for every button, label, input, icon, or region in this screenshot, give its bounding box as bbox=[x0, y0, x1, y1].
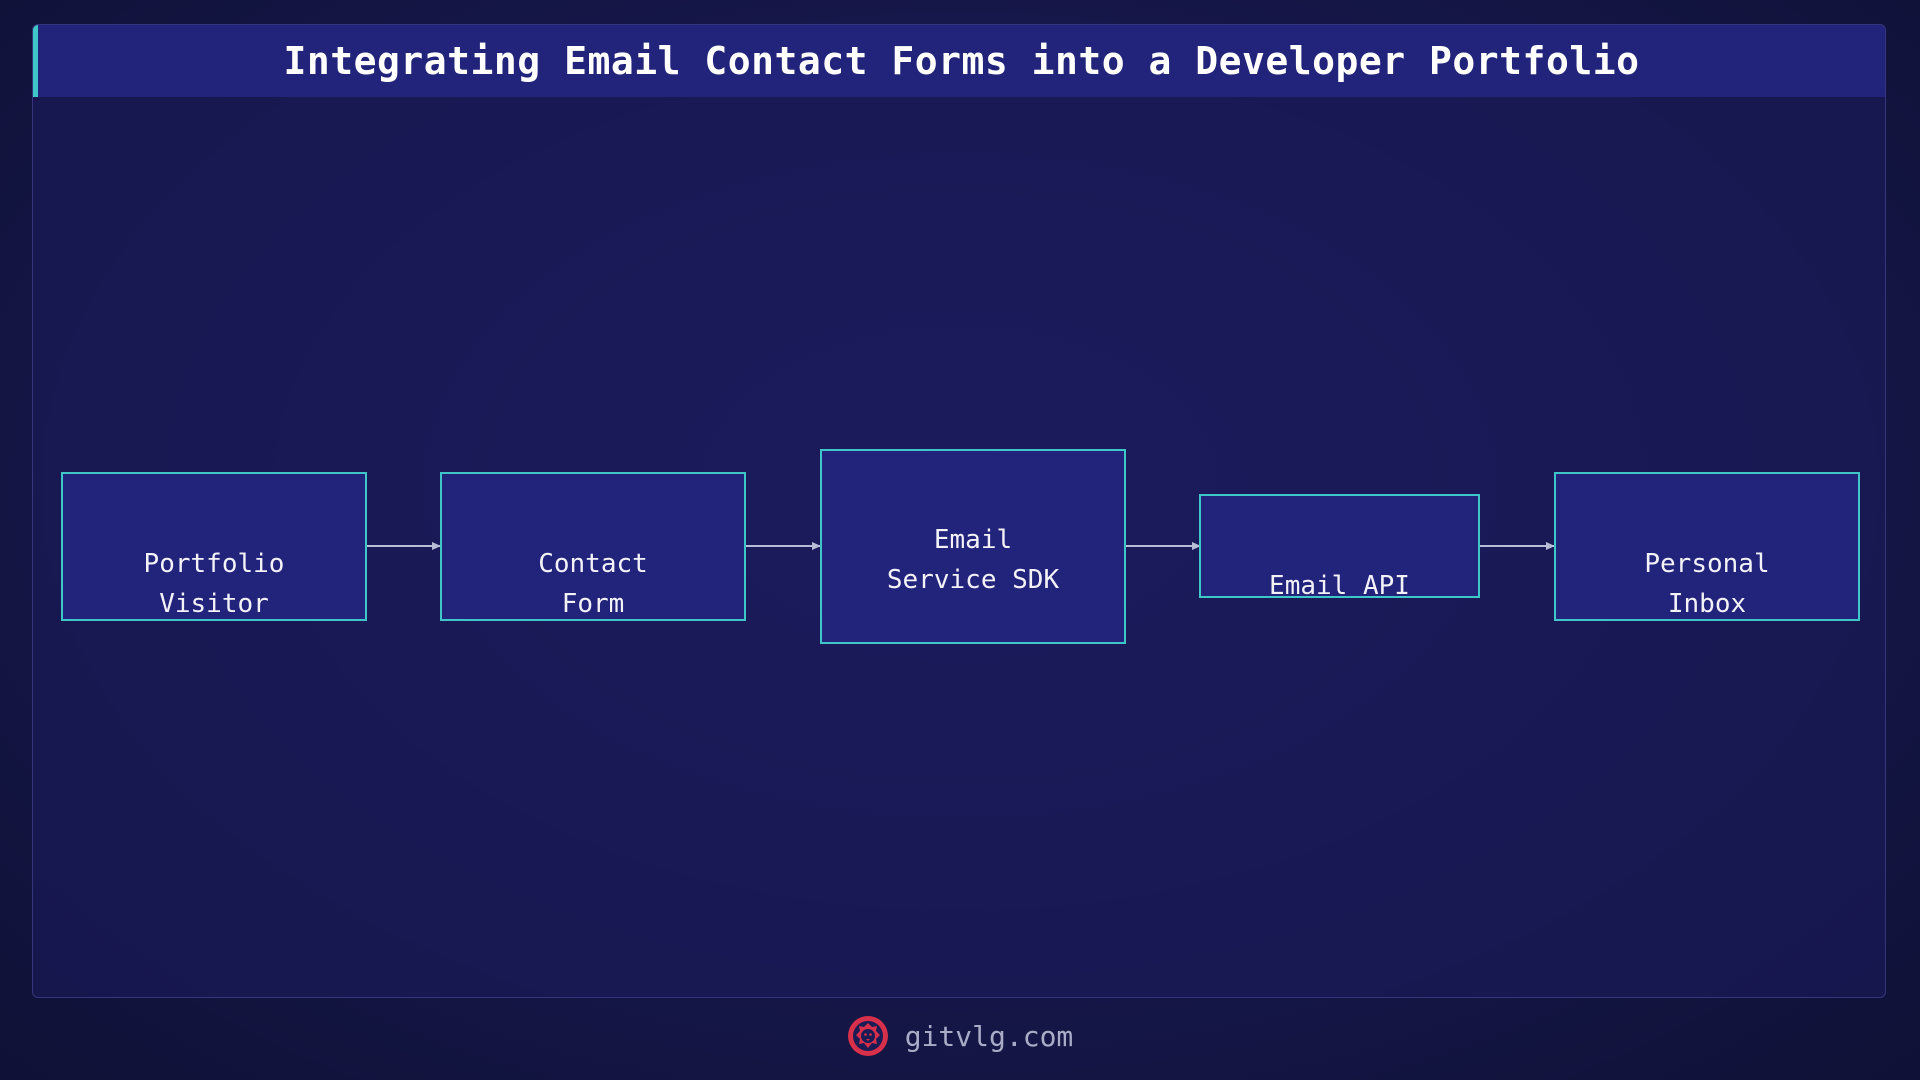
lion-logo-icon bbox=[847, 1016, 888, 1056]
node-portfolio-visitor: Portfolio Visitor bbox=[61, 472, 367, 621]
node-label: Email API bbox=[1269, 571, 1410, 601]
node-contact-form: Contact Form bbox=[440, 472, 746, 621]
title-bar: Integrating Email Contact Forms into a D… bbox=[33, 25, 1885, 97]
footer: gitvlg.com bbox=[0, 1010, 1920, 1062]
node-personal-inbox: Personal Inbox bbox=[1554, 472, 1860, 621]
diagram-title: Integrating Email Contact Forms into a D… bbox=[283, 39, 1640, 83]
node-label: Email Service SDK bbox=[886, 525, 1060, 595]
node-label: Personal Inbox bbox=[1644, 549, 1770, 619]
node-email-service-sdk: Email Service SDK bbox=[820, 449, 1126, 644]
node-label: Portfolio Visitor bbox=[143, 549, 285, 619]
node-email-api: Email API bbox=[1199, 494, 1480, 601]
node-label: Contact Form bbox=[538, 549, 648, 619]
footer-site-link[interactable]: gitvlg.com bbox=[904, 1019, 1074, 1053]
